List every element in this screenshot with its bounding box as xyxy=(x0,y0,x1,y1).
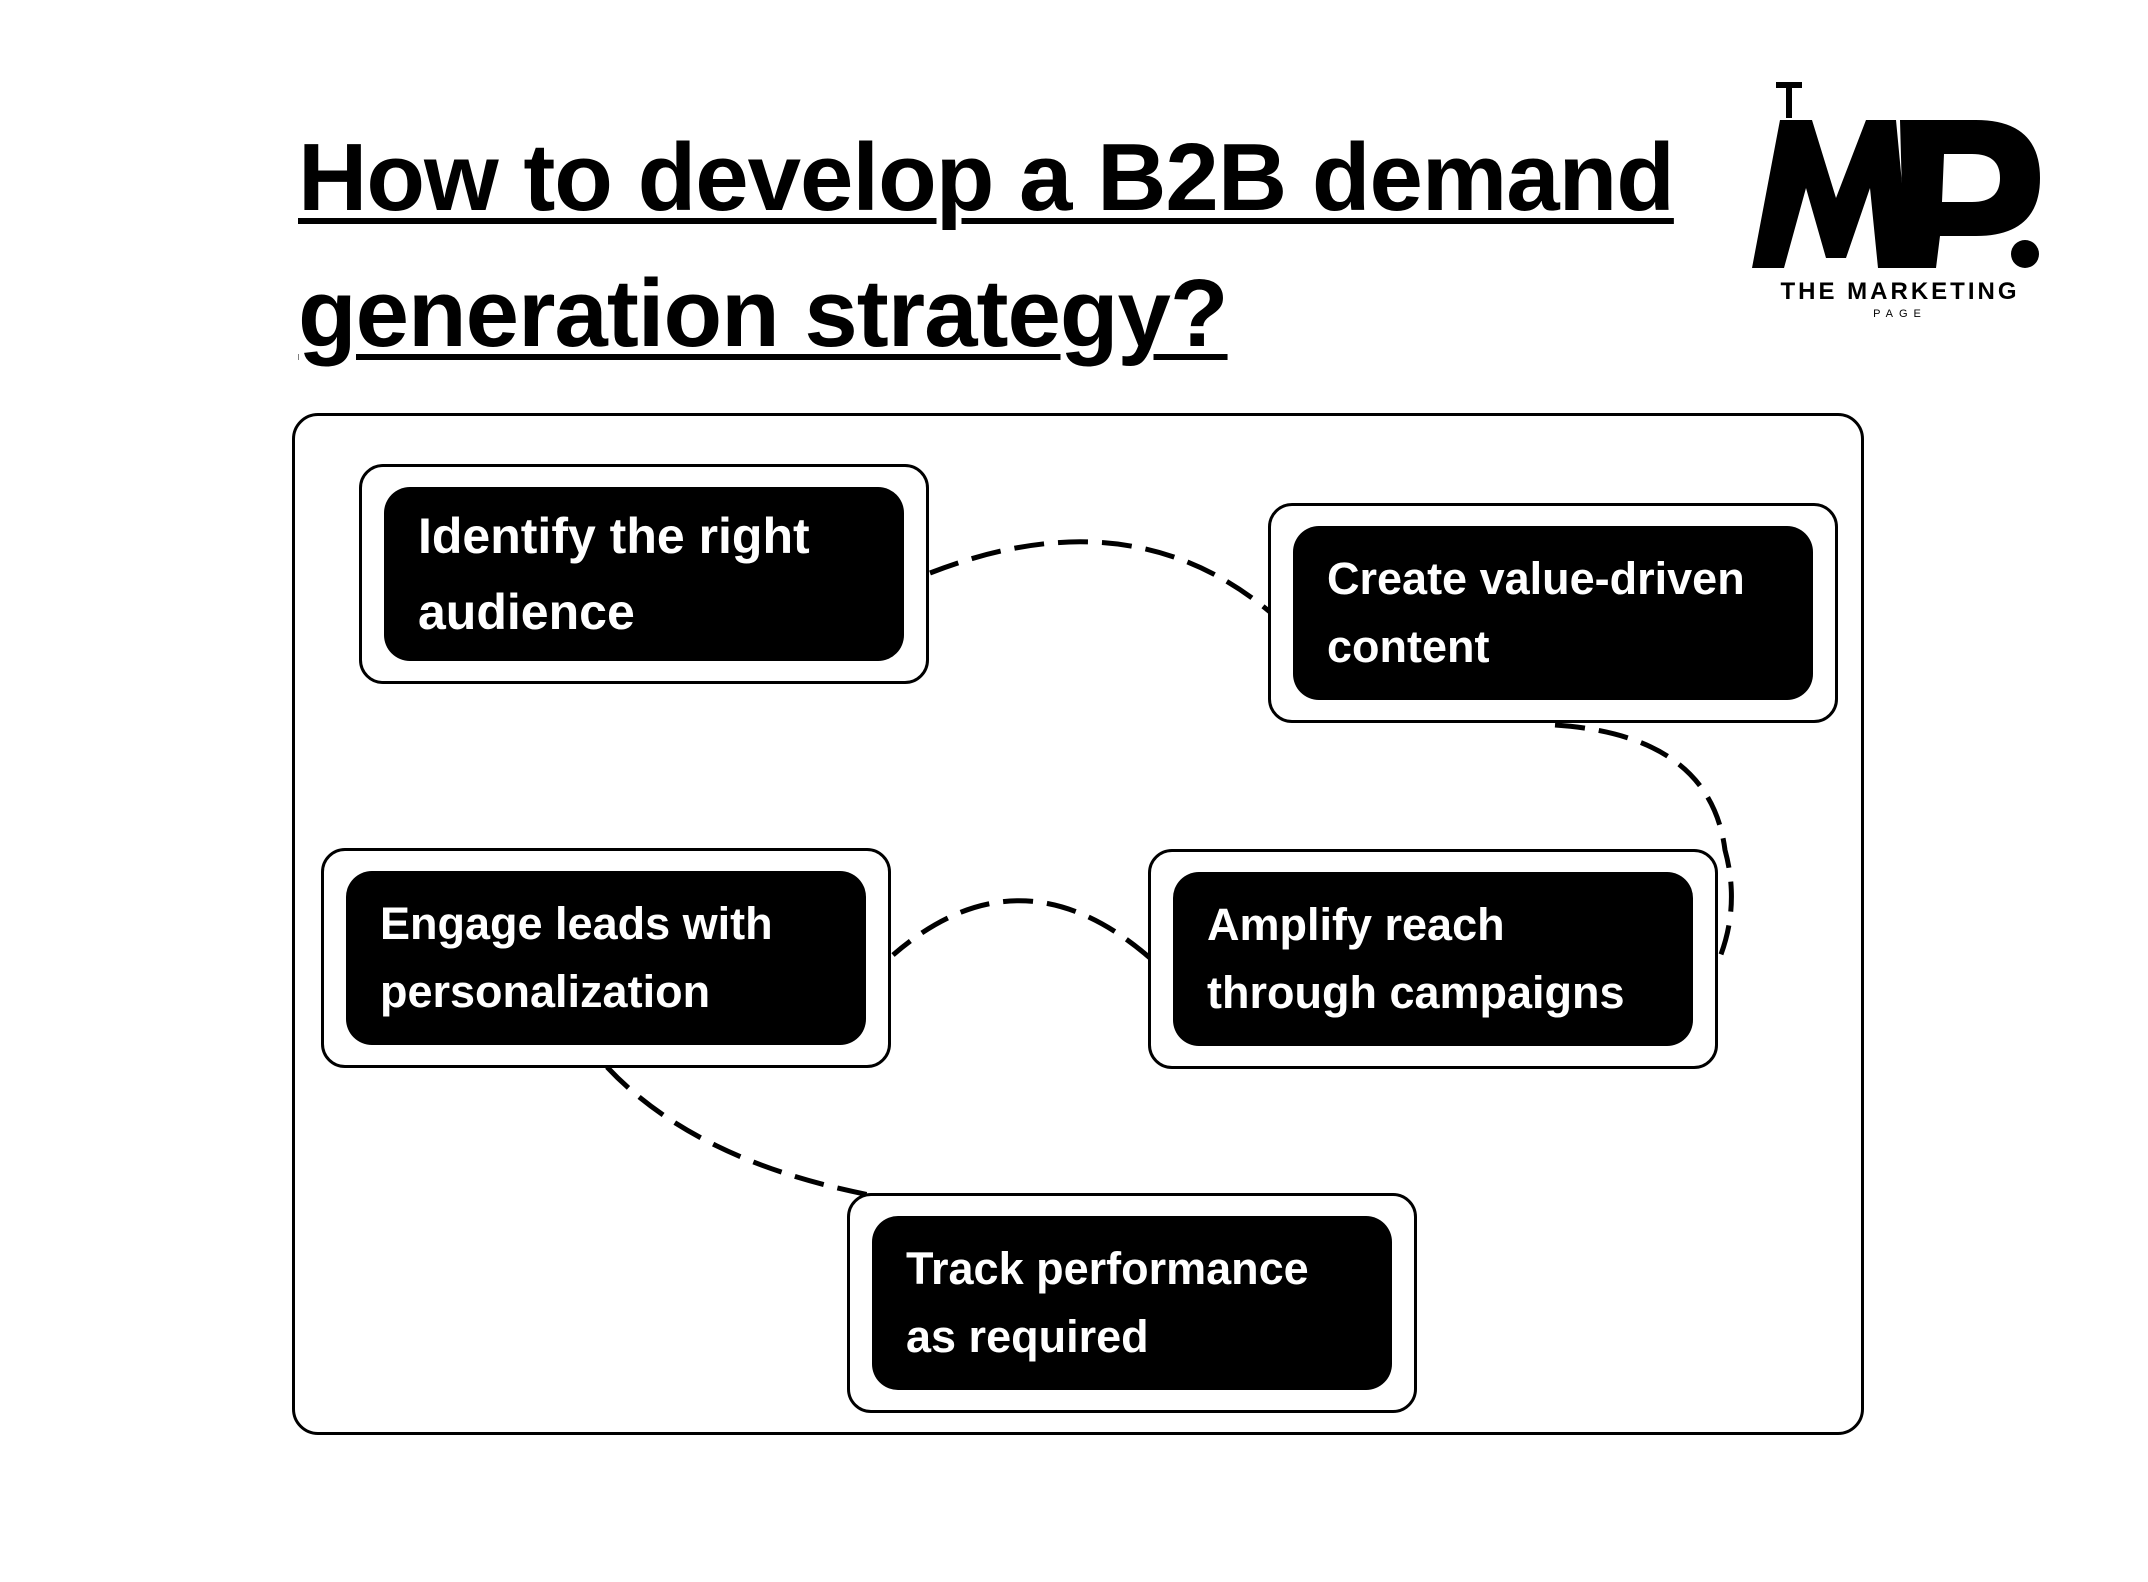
connector-1-2 xyxy=(929,539,1272,614)
step-label: Engage leads with personalization xyxy=(380,898,773,1017)
step-card-engage-leads: Engage leads with personalization xyxy=(321,848,891,1068)
page-title: How to develop a B2B demand generation s… xyxy=(298,124,1675,367)
step-label: Amplify reach through campaigns xyxy=(1207,899,1625,1018)
step-label: Track performance as required xyxy=(906,1243,1309,1362)
logo-wordmark: THE MARKETING xyxy=(1780,278,2020,305)
step-label: Identify the right audience xyxy=(418,508,810,640)
step-card-track-performance: Track performance as required xyxy=(847,1193,1417,1413)
step-card-create-content: Create value-driven content xyxy=(1268,503,1838,723)
step-label: Create value-driven content xyxy=(1327,553,1745,672)
logo-subtext: PAGE xyxy=(1873,308,1927,320)
logo-mark-icon xyxy=(1752,82,2040,268)
step-card-amplify-reach: Amplify reach through campaigns xyxy=(1148,849,1718,1069)
connector-2-3 xyxy=(1554,722,1734,958)
connector-3-4 xyxy=(891,898,1152,960)
step-card-identify-audience: Identify the right audience xyxy=(359,464,929,684)
brand-logo: THE MARKETING PAGE xyxy=(1740,68,2060,328)
diagram-frame xyxy=(292,413,1864,1435)
